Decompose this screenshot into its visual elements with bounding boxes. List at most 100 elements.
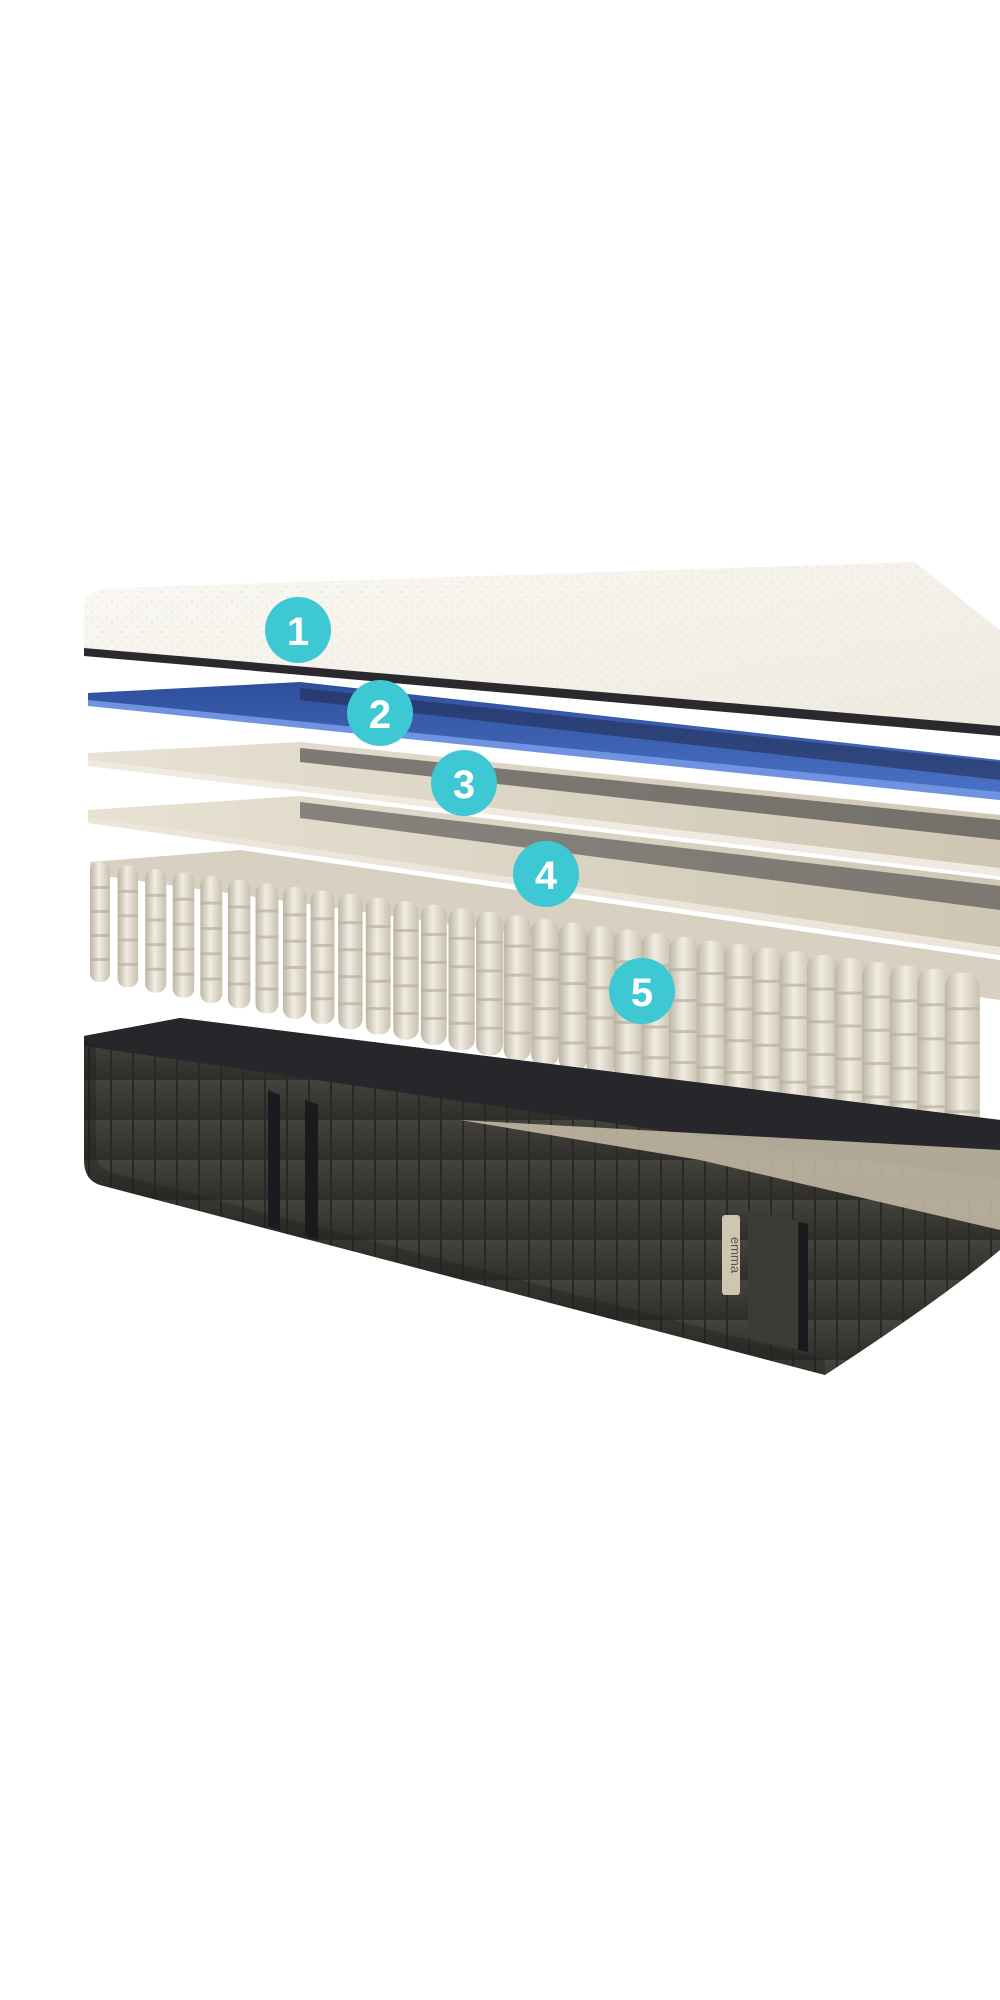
spring-coil-seam xyxy=(503,944,531,948)
spring-coil xyxy=(862,962,896,1129)
spring-coil xyxy=(944,972,980,1145)
spring-coil-seam xyxy=(696,1003,728,1007)
spring-coil-body xyxy=(255,883,279,1014)
spring-coil-seam xyxy=(779,1016,812,1020)
spring-coil-seam xyxy=(944,1075,980,1079)
spring-coil-seam xyxy=(393,956,419,960)
spring-coil xyxy=(558,922,587,1072)
spring-coil-seam xyxy=(420,1016,447,1020)
spring-coil-body xyxy=(420,904,447,1045)
spring-coil-seam xyxy=(365,979,391,983)
spring-coil-seam xyxy=(751,1075,784,1079)
spring-coil-seam xyxy=(917,1037,952,1041)
spring-coil-body xyxy=(393,901,419,1040)
spring-coil-seam xyxy=(724,1007,756,1011)
spring-coil-body xyxy=(889,965,924,1134)
spring-coil-seam xyxy=(558,982,587,986)
spring-coil-seam xyxy=(393,984,419,988)
spring-coil-seam xyxy=(834,1057,868,1061)
spring-coil-seam xyxy=(558,1011,587,1015)
spring-coil-seam xyxy=(338,948,363,952)
spring-coil-body xyxy=(917,969,952,1140)
spring-coil-seam xyxy=(669,968,700,972)
spring-coil-seam xyxy=(531,948,559,952)
spring-coil-seam xyxy=(724,1039,756,1043)
spring-coil-seam xyxy=(917,1003,952,1007)
spring-coil-seam xyxy=(862,995,896,999)
marker-2-circle xyxy=(347,680,413,746)
spring-coil-seam xyxy=(283,939,307,943)
spring-coil-seam xyxy=(476,940,503,944)
spring-coil-seam xyxy=(586,1046,616,1050)
spring-coil-seam xyxy=(310,997,335,1001)
spring-coil-seam xyxy=(862,1095,896,1099)
spring-coil-seam xyxy=(476,998,503,1002)
spring-coil-seam xyxy=(310,970,335,974)
spring-coil-seam xyxy=(944,1007,980,1011)
spring-coil-body xyxy=(696,940,728,1098)
spring-coil-seam xyxy=(172,922,195,926)
spring-coil-seam xyxy=(117,914,139,918)
spring-coil-seam xyxy=(200,901,223,905)
spring-coil-seam xyxy=(807,1085,840,1089)
spring-coil-seam xyxy=(420,932,447,936)
spring-coil xyxy=(338,894,363,1030)
marker-2: 2 xyxy=(347,680,413,746)
spring-coil-seam xyxy=(448,936,475,940)
spring-coil-body xyxy=(862,962,896,1129)
spring-coil-seam xyxy=(779,983,812,987)
spring-coil xyxy=(310,890,335,1024)
spring-coil xyxy=(503,915,531,1061)
spring-coil-seam xyxy=(558,1041,587,1045)
marker-5-label: 5 xyxy=(631,971,653,1015)
spring-coil xyxy=(227,879,251,1009)
spring-coil xyxy=(117,865,139,988)
spring-coil-seam xyxy=(779,1048,812,1052)
spring-coil-seam xyxy=(90,886,110,889)
spring-coil-seam xyxy=(200,977,223,981)
spring-coil-seam xyxy=(117,889,139,893)
spring-coil-seam xyxy=(586,956,616,960)
spring-coil-seam xyxy=(200,952,223,956)
spring-coil-seam xyxy=(807,1020,840,1024)
spring-coil xyxy=(393,901,419,1040)
spring-coil-seam xyxy=(641,1056,672,1060)
spring-coil xyxy=(917,969,952,1140)
spring-coil-body xyxy=(365,897,391,1035)
spring-coil-seam xyxy=(365,952,391,956)
spring-coil xyxy=(145,869,167,993)
spring-coil-body xyxy=(200,876,223,1003)
spring-coil-seam xyxy=(283,966,307,969)
marker-5: 5 xyxy=(609,958,675,1024)
spring-coil-seam xyxy=(448,965,475,969)
spring-coil xyxy=(889,965,924,1134)
spring-coil-seam xyxy=(531,1036,559,1040)
spring-coil-seam xyxy=(145,893,167,897)
spring-coil-seam xyxy=(117,962,139,966)
spring-coil-seam xyxy=(365,925,391,929)
marker-1-label: 1 xyxy=(287,610,309,654)
spring-coil-body xyxy=(531,919,559,1066)
marker-4: 4 xyxy=(513,841,579,907)
spring-coil-body xyxy=(172,872,195,998)
spring-coil-seam xyxy=(834,1024,868,1028)
spring-coil-seam xyxy=(889,1100,924,1104)
spring-coil-seam xyxy=(558,952,587,956)
spring-coil-seam xyxy=(696,972,728,975)
spring-coil-body xyxy=(751,947,784,1108)
spring-coil-seam xyxy=(751,979,784,983)
spring-coil-body xyxy=(448,908,475,1051)
spring-coil-seam xyxy=(724,975,756,979)
spring-coil xyxy=(90,862,110,982)
spring-coil-body xyxy=(145,869,167,993)
spring-coil-seam xyxy=(807,987,840,991)
spring-coil-seam xyxy=(503,1002,531,1006)
spring-coil-seam xyxy=(448,1021,475,1025)
spring-coil-seam xyxy=(227,956,251,960)
spring-coil xyxy=(724,944,756,1103)
spring-coil xyxy=(365,897,391,1035)
spring-coil-seam xyxy=(338,975,363,979)
spring-coil-seam xyxy=(503,1031,531,1035)
